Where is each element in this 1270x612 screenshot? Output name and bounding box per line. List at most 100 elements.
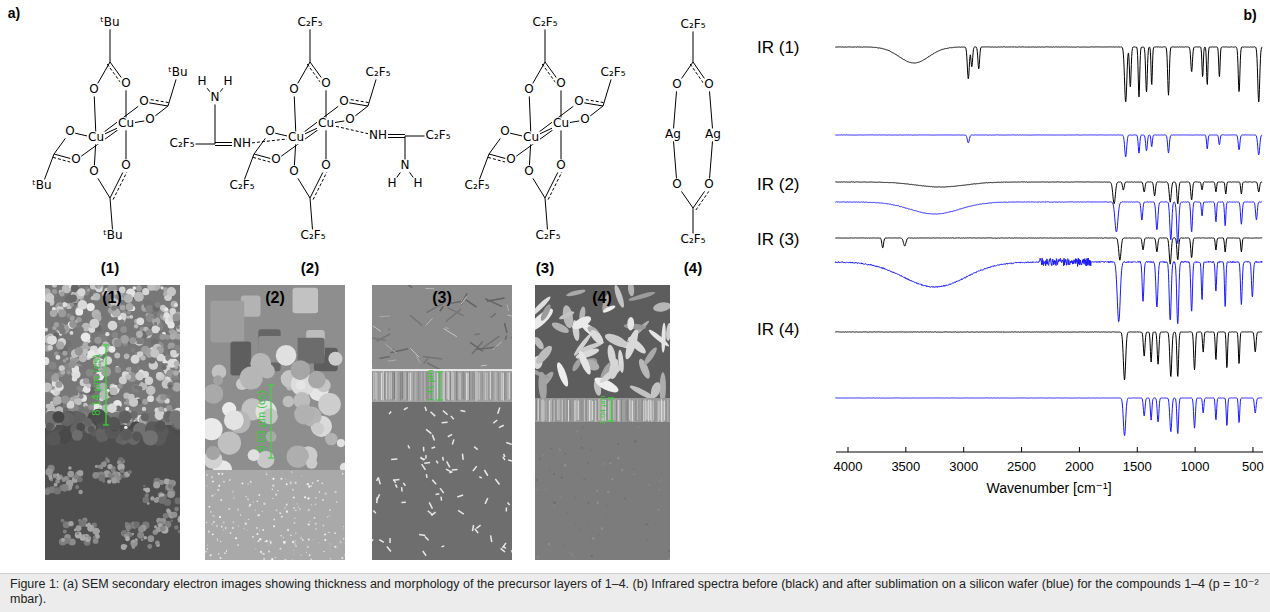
speck	[249, 504, 251, 506]
speck	[269, 541, 271, 543]
grain-boundary	[466, 300, 477, 307]
speck	[245, 523, 247, 525]
speck	[211, 495, 213, 497]
grain	[93, 528, 100, 535]
grain	[145, 376, 153, 384]
speck	[576, 555, 578, 557]
speck	[223, 481, 225, 483]
atom-label: O	[288, 165, 299, 178]
speck	[272, 489, 273, 490]
grain	[74, 474, 79, 479]
speck	[583, 478, 586, 481]
grain	[98, 346, 106, 354]
speck	[457, 495, 463, 497]
grain-boundary	[504, 323, 507, 333]
speck	[623, 553, 625, 555]
speck	[290, 534, 292, 536]
grain	[150, 349, 159, 358]
layer-texture	[487, 373, 488, 400]
atom-label: O	[555, 77, 566, 90]
speck	[264, 541, 265, 542]
grain	[98, 475, 105, 482]
grain	[45, 468, 53, 476]
measure-line	[270, 385, 271, 458]
layer-texture	[615, 399, 616, 420]
speck	[344, 554, 345, 555]
grain	[124, 294, 133, 303]
speck	[601, 527, 604, 530]
grain	[171, 301, 178, 308]
speck	[536, 489, 538, 491]
grain	[70, 331, 74, 335]
compound-number: (1)	[101, 260, 119, 277]
speck	[220, 557, 222, 559]
flake	[652, 301, 670, 313]
sem-image	[372, 285, 512, 560]
layer-texture	[583, 401, 584, 422]
speck	[248, 519, 250, 521]
layer-texture	[408, 373, 409, 401]
grain	[159, 334, 165, 340]
speck	[211, 476, 213, 478]
grain	[296, 380, 306, 390]
grain	[97, 472, 100, 475]
measure-line	[103, 344, 109, 345]
speck	[579, 529, 581, 531]
layer-texture	[444, 371, 445, 401]
layer-texture	[560, 400, 561, 420]
grain	[81, 332, 91, 342]
speck	[235, 537, 237, 539]
layer-texture	[479, 373, 480, 400]
atom-label: O	[70, 153, 81, 166]
atom-label: ᵗBu	[31, 179, 52, 192]
speck	[476, 525, 480, 528]
speck	[541, 518, 543, 520]
speck	[503, 457, 505, 460]
grain	[50, 389, 54, 393]
speck	[342, 473, 344, 475]
grain	[85, 535, 91, 541]
grain	[107, 403, 117, 413]
speck	[218, 473, 220, 475]
grain	[174, 361, 180, 367]
atom-label: Cu	[117, 117, 135, 130]
grain	[162, 365, 167, 370]
flake	[535, 344, 555, 367]
speck	[225, 527, 227, 529]
atom-label: C₂F₅	[680, 18, 707, 31]
speck	[554, 502, 556, 504]
grain	[125, 374, 131, 380]
speck	[584, 495, 586, 497]
speck	[294, 522, 296, 524]
measure-line	[610, 398, 611, 421]
flake	[613, 285, 626, 309]
speck	[292, 559, 293, 560]
speck	[574, 496, 576, 498]
grain	[136, 285, 142, 291]
speck	[208, 506, 210, 508]
speck	[628, 506, 629, 507]
measure-line	[268, 384, 274, 385]
layer-texture	[500, 371, 501, 400]
grain	[143, 485, 145, 487]
speck	[327, 516, 328, 517]
grain	[312, 423, 324, 435]
speck	[491, 535, 492, 542]
layer-texture	[407, 372, 408, 400]
grain	[170, 350, 177, 357]
speck	[292, 489, 294, 491]
speck	[293, 507, 295, 509]
grain	[120, 326, 127, 333]
speck	[580, 494, 582, 496]
tick-label: 2000	[1065, 460, 1094, 474]
grain	[98, 465, 102, 469]
ir-spectrum	[835, 135, 1262, 157]
flake	[665, 323, 670, 342]
speck	[310, 558, 312, 560]
axis-tick	[1195, 447, 1196, 452]
speck	[564, 524, 566, 526]
grain	[59, 291, 64, 296]
layer-texture	[640, 399, 641, 421]
layer-texture	[447, 371, 448, 399]
speck	[661, 548, 664, 551]
